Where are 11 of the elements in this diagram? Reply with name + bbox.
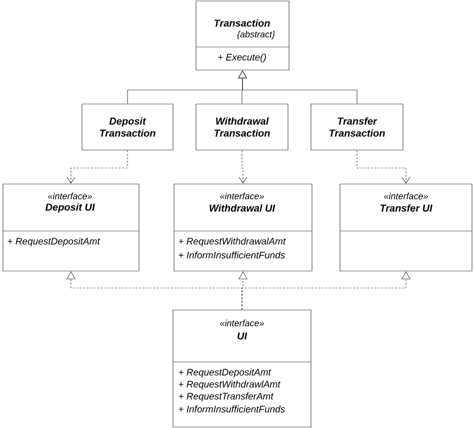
class-box: Withdrawal Transaction [196, 104, 288, 150]
class-box: Transaction {abstract} + Execute() [196, 0, 290, 70]
class-box: «interface» Deposit UI + RequestDepositAmt [2, 184, 140, 272]
class-box: «interface» UI + RequestDepositAmt + RequestWithdrawlAmt + RequestTransferAmt + InformInsufficientFunds [172, 310, 312, 428]
arrow [66, 150, 128, 184]
class-box: «interface» Transfer UI [340, 184, 472, 272]
arrow [356, 150, 410, 184]
class-box: «interface» Withdrawal UI + RequestWithdrawalAmt + InformInsufficientFunds [174, 184, 312, 272]
class-box: Deposit Transaction [82, 104, 174, 150]
class-box: Transfer Transaction [310, 104, 404, 150]
arrow [238, 150, 248, 184]
